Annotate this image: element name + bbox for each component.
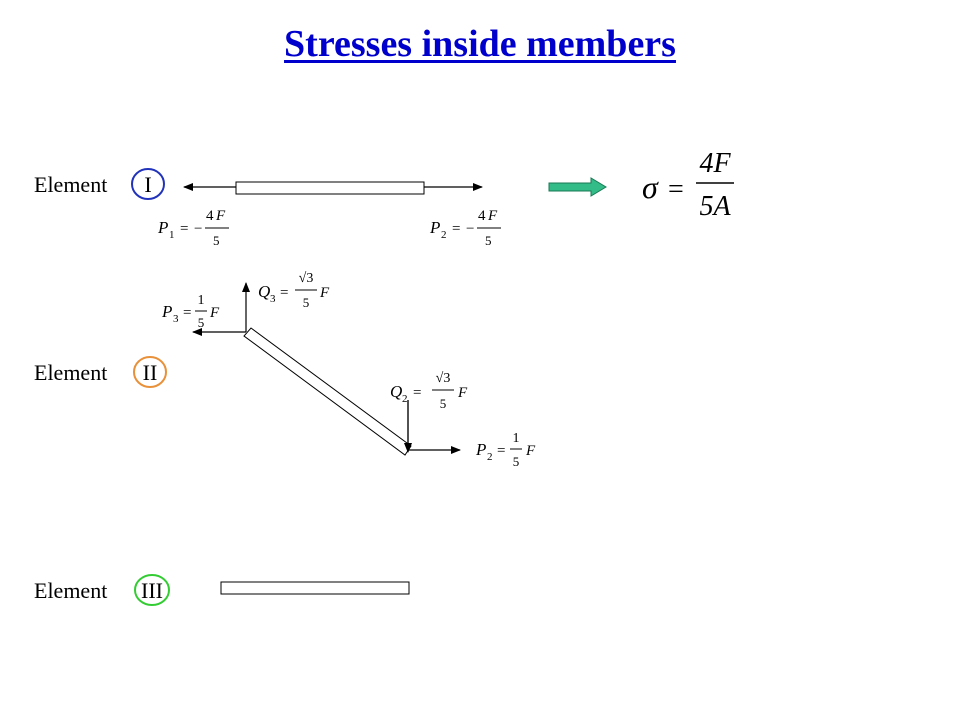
svg-text:=: = xyxy=(452,221,460,237)
svg-text:=: = xyxy=(668,174,684,205)
element-1-group: Element I P 1 = − 4 F 5 P 2 = − 4 F xyxy=(34,148,734,248)
svg-text:=: = xyxy=(497,443,505,459)
svg-text:Q: Q xyxy=(390,382,402,401)
element-3-bar xyxy=(220,581,410,595)
element-3-label: Element xyxy=(34,578,107,603)
element-3-circle xyxy=(134,574,170,606)
svg-text:5: 5 xyxy=(513,454,520,469)
svg-text:5: 5 xyxy=(213,233,220,248)
formula-p2-bottom: P 2 = 1 5 F xyxy=(475,431,536,469)
element-2-bar xyxy=(243,327,412,456)
svg-text:1: 1 xyxy=(169,229,175,241)
formula-p3: P 3 = 1 5 F xyxy=(161,293,220,330)
svg-text:F: F xyxy=(525,443,536,459)
svg-text:Q: Q xyxy=(258,282,270,301)
element-2-group: Element II P 3 = 1 5 F Q 3 = √3 5 xyxy=(34,271,536,469)
svg-text:−: − xyxy=(466,221,474,237)
element-1-numeral: I xyxy=(144,172,151,197)
svg-text:P: P xyxy=(429,218,440,237)
svg-text:5: 5 xyxy=(485,233,492,248)
formula-q2: Q 2 = √3 5 F xyxy=(390,371,468,411)
svg-text:=: = xyxy=(180,221,188,237)
svg-text:2: 2 xyxy=(441,229,447,241)
svg-text:P: P xyxy=(475,440,486,459)
svg-text:4: 4 xyxy=(478,208,486,224)
svg-text:2: 2 xyxy=(402,393,408,405)
svg-text:4F: 4F xyxy=(699,148,731,179)
svg-text:4: 4 xyxy=(206,208,214,224)
svg-text:=: = xyxy=(280,285,288,301)
svg-text:1: 1 xyxy=(513,431,520,446)
svg-text:1: 1 xyxy=(198,293,205,308)
svg-text:σ: σ xyxy=(642,169,659,205)
svg-text:5: 5 xyxy=(440,396,447,411)
svg-text:F: F xyxy=(319,285,330,301)
svg-text:5: 5 xyxy=(303,295,310,310)
svg-text:F: F xyxy=(209,305,220,321)
stress-formula: σ = 4F 5A xyxy=(642,148,734,222)
element-1-label: Element xyxy=(34,172,107,197)
formula-q3: Q 3 = √3 5 F xyxy=(258,271,330,310)
svg-text:=: = xyxy=(413,385,421,401)
element-2-circle xyxy=(133,356,167,388)
result-arrow xyxy=(548,177,607,197)
svg-text:F: F xyxy=(487,208,498,224)
svg-text:=: = xyxy=(183,305,191,321)
svg-text:√3: √3 xyxy=(299,271,314,286)
formula-p2-top: P 2 = − 4 F 5 xyxy=(429,208,501,248)
element-2-label: Element xyxy=(34,360,107,385)
svg-text:F: F xyxy=(215,208,226,224)
svg-text:√3: √3 xyxy=(436,371,451,386)
formula-p1: P 1 = − 4 F 5 xyxy=(157,208,229,248)
element-3-group: Element III xyxy=(34,574,410,606)
svg-text:3: 3 xyxy=(173,313,179,325)
element-2-numeral: II xyxy=(143,360,158,385)
svg-text:5: 5 xyxy=(198,315,205,330)
element-1-circle xyxy=(131,168,165,200)
svg-text:−: − xyxy=(194,221,202,237)
slide-title: Stresses inside members xyxy=(284,23,676,65)
svg-text:F: F xyxy=(457,385,468,401)
element-1-bar xyxy=(235,181,425,195)
svg-text:2: 2 xyxy=(487,451,493,463)
svg-text:3: 3 xyxy=(270,293,276,305)
svg-text:5A: 5A xyxy=(699,191,731,222)
svg-text:P: P xyxy=(157,218,168,237)
svg-text:P: P xyxy=(161,302,172,321)
element-3-numeral: III xyxy=(141,578,163,603)
